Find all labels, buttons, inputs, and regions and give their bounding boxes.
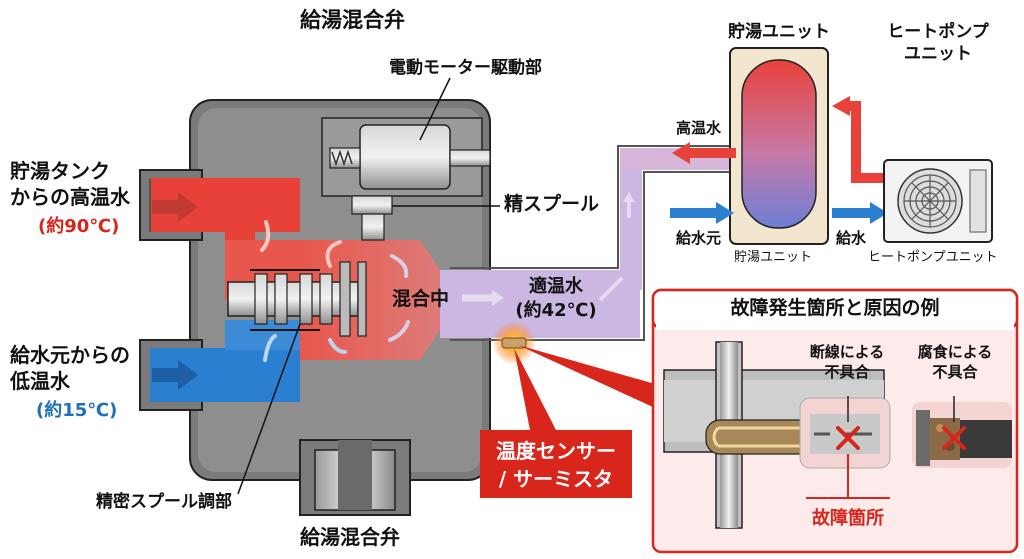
cold-inlet-temp: (約15℃) (36, 400, 118, 421)
hot-inlet-temp: (約90℃) (38, 216, 120, 237)
flow-arrows (260, 220, 410, 362)
leader-lines (237, 77, 500, 495)
spool-assembly (227, 261, 367, 337)
outlet-label-line2: (約42℃) (515, 300, 597, 321)
sensor-callout-line1: 温度センサー (496, 439, 616, 463)
mixing-label: 混合中 (392, 288, 450, 310)
heatpump-return-arrow (832, 96, 900, 183)
precision-spool-label: 精密スプール調部 (96, 492, 232, 512)
fault-panel-title: 故障発生箇所と原因の例 (730, 297, 940, 319)
sensor-callout-box (480, 430, 632, 498)
fault-panel-pointer (518, 345, 655, 408)
motor (321, 117, 491, 241)
fine-spool-label: 精スプール (504, 193, 600, 215)
hot-water-flow-arrow (672, 142, 736, 164)
fault-point-label: 故障箇所 (812, 508, 884, 529)
hot-inlet-label-line2: からの高温水 (10, 185, 130, 209)
hot-inlet-arrow (152, 192, 198, 222)
corrosion-label-line2: 不具合 (932, 363, 978, 381)
valve-title-top: 給湯混合弁 (300, 8, 405, 32)
corrosion-label-line1: 腐食による (917, 343, 993, 361)
heatpump-unit-caption: ヒートポンプユニット (868, 250, 998, 265)
cold-inlet-label-line2: 低温水 (10, 369, 70, 393)
outlet-arrow (598, 276, 624, 302)
heatpump-title-line2: ユニット (904, 44, 972, 64)
sensor-callout-pointer (514, 348, 556, 430)
hot-inlet-label-line1: 貯湯タンク (10, 159, 110, 183)
sensor-callout-line2: / サーミスタ (498, 467, 614, 491)
heatpump-unit (883, 159, 993, 243)
supply-flow-label: 給水元 (676, 229, 722, 247)
feed-flow-arrow (832, 202, 888, 224)
disconnect-label-line1: 断線による (809, 343, 885, 361)
cold-inlet-label-line1: 給水元からの (10, 343, 130, 367)
feed-flow-label: 給水 (836, 229, 867, 247)
supply-flow-arrow (670, 202, 734, 224)
tank-unit-caption: 貯湯ユニット (734, 250, 813, 265)
hot-water-flow-label: 高温水 (676, 119, 722, 137)
motor-label: 電動モーター駆動部 (389, 58, 542, 78)
tank-unit-title: 貯湯ユニット (728, 22, 830, 42)
outlet-label-line1: 適温水 (529, 276, 583, 297)
fault-panel (651, 288, 1019, 554)
valve-title-bottom: 給湯混合弁 (300, 525, 400, 549)
tank-unit (729, 47, 829, 245)
disconnect-label-line2: 不具合 (824, 363, 870, 381)
heatpump-title-line1: ヒートポンプ (887, 22, 989, 42)
cold-inlet-arrow (152, 360, 198, 390)
temperature-sensor (492, 321, 536, 365)
